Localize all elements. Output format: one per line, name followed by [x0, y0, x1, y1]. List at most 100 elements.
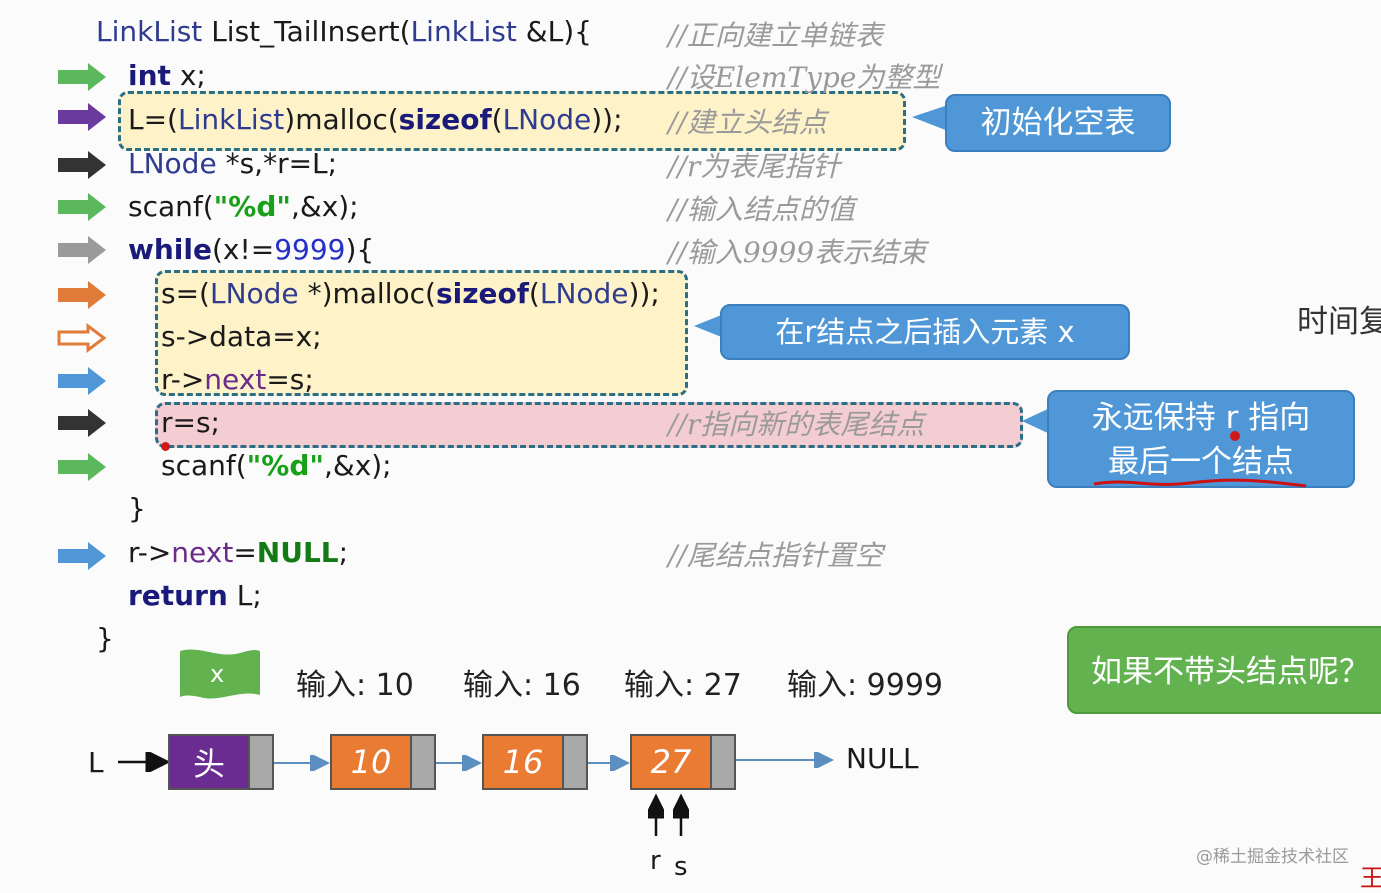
code-token: List_TailInsert( [202, 15, 411, 48]
tail-update-highlight-box [155, 402, 1023, 448]
code-token: s->data=x; [161, 320, 322, 353]
code-line-null-tail: r->next=NULL; [128, 536, 348, 570]
code-token: r-> [128, 536, 172, 569]
link-arrow [588, 755, 630, 771]
code-token: = [233, 536, 257, 569]
code-line-return: return L; [128, 579, 262, 613]
code-token: LNode [128, 147, 217, 180]
head-node: 头 [168, 734, 274, 790]
pointer-r-label: r [650, 846, 661, 876]
callout-insert-after-r: 在r结点之后插入元素 x [720, 304, 1130, 360]
code-token: sizeof [435, 277, 529, 310]
list-head-label: L [88, 746, 104, 779]
list-node-value: 27 [632, 736, 710, 788]
list-node-value: 16 [484, 736, 562, 788]
code-token: } [128, 492, 146, 525]
code-token: LinkList [410, 15, 517, 48]
callout-no-head-node: 如果不带头结点呢？ [1067, 626, 1381, 714]
link-arrow-null [736, 752, 834, 768]
code-token: LNode [502, 103, 592, 136]
watermark: @稀土掘金技术社区 [1196, 847, 1349, 867]
code-token: (x!= [212, 233, 275, 266]
link-arrow [274, 755, 330, 771]
code-token: )); [628, 277, 660, 310]
code-token: L=( [128, 103, 178, 136]
code-token: ){ [345, 233, 375, 266]
code-line-set-data: s->data=x; [161, 320, 322, 354]
code-token: r-> [161, 363, 205, 396]
list-node: 16 [482, 734, 588, 790]
code-line-update-tail: r=s; [161, 406, 220, 440]
callout-line: 最后一个结点 [1108, 444, 1294, 480]
code-line-declare-pointers: LNode *s,*r=L; [128, 147, 337, 181]
null-label: NULL [846, 742, 919, 775]
code-line-link-next: r->next=s; [161, 363, 314, 397]
gray-arrow-icon [58, 236, 106, 264]
code-line-malloc-head: L=(LinkList)malloc(sizeof(LNode)); [128, 103, 623, 137]
code-token: int [128, 59, 171, 92]
code-token: )); [591, 103, 623, 136]
comment-end-marker: //输入9999表示结束 [668, 236, 927, 269]
code-line-malloc-node: s=(LNode *)malloc(sizeof(LNode)); [161, 277, 660, 311]
callout-pointer-icon [1022, 407, 1052, 435]
flag-label: x [210, 660, 225, 688]
callout-pointer-icon [694, 314, 724, 338]
side-text-time-complexity: 时间复 [1297, 304, 1381, 340]
code-token: } [96, 622, 114, 655]
comment-forward-build: //正向建立单链表 [668, 19, 883, 52]
pointer-s-arrow [673, 793, 689, 836]
comment-input-value: //输入结点的值 [668, 193, 855, 226]
code-line-scanf: scanf("%d",&x); [128, 190, 359, 224]
list-node-value: 10 [332, 736, 410, 788]
code-line-function-signature: LinkList List_TailInsert(LinkList &L){ [96, 15, 592, 49]
code-token: L; [227, 579, 262, 612]
code-token: while [128, 233, 212, 266]
input-label: 输入: 10 [296, 668, 414, 703]
input-label: 输入: 16 [463, 668, 581, 703]
purple-arrow-icon [58, 103, 106, 131]
green-arrow-icon [58, 63, 106, 91]
comment-new-tail: //r指向新的表尾结点 [668, 408, 925, 441]
loop-body-highlight-box [155, 270, 688, 396]
code-token: LNode [539, 277, 629, 310]
blue-arrow-icon [58, 367, 106, 395]
input-label: 输入: 27 [624, 668, 742, 703]
pointer-s-label: s [674, 852, 688, 882]
code-token: ( [528, 277, 540, 310]
comment-head-node: //建立头结点 [668, 106, 827, 139]
red-underline-mark [1093, 478, 1307, 488]
list-pointer-arrow [118, 752, 171, 772]
code-token: NULL [256, 536, 339, 569]
red-dot-marker [161, 442, 170, 451]
code-line-while: while(x!=9999){ [128, 233, 374, 267]
code-token: r=s; [161, 406, 220, 439]
input-label: 输入: 9999 [787, 668, 943, 703]
code-token: scanf( [161, 449, 247, 482]
code-token: scanf( [128, 190, 214, 223]
comment-null-tail: //尾结点指针置空 [668, 539, 883, 572]
node-pointer-field [710, 736, 734, 788]
code-token: ; [338, 536, 349, 569]
callout-pointer-icon [912, 105, 948, 131]
code-token: *s,*r=L; [216, 147, 338, 180]
code-token: return [128, 579, 228, 612]
comment-elemtype: //设ElemType为整型 [668, 61, 941, 94]
green-arrow-icon [58, 453, 106, 481]
corner-glyph: 王 [1360, 864, 1381, 892]
code-token: LinkList [177, 103, 285, 136]
code-token: ,&x); [290, 190, 359, 223]
code-line-declare-x: int x; [128, 59, 206, 93]
flag-icon [180, 649, 260, 699]
callout-line: 永远保持 r 指向 [1091, 400, 1311, 436]
code-token: ( [491, 103, 503, 136]
code-token: s=( [161, 277, 210, 310]
head-node-value: 头 [170, 736, 248, 788]
list-node: 27 [630, 734, 736, 790]
black-arrow-icon [58, 409, 106, 437]
list-node: 10 [330, 734, 436, 790]
blue-arrow-icon [58, 542, 106, 570]
code-token: "%d" [213, 190, 291, 223]
node-pointer-field [562, 736, 586, 788]
pointer-r-arrow [648, 793, 664, 836]
green-arrow-icon [58, 193, 106, 221]
